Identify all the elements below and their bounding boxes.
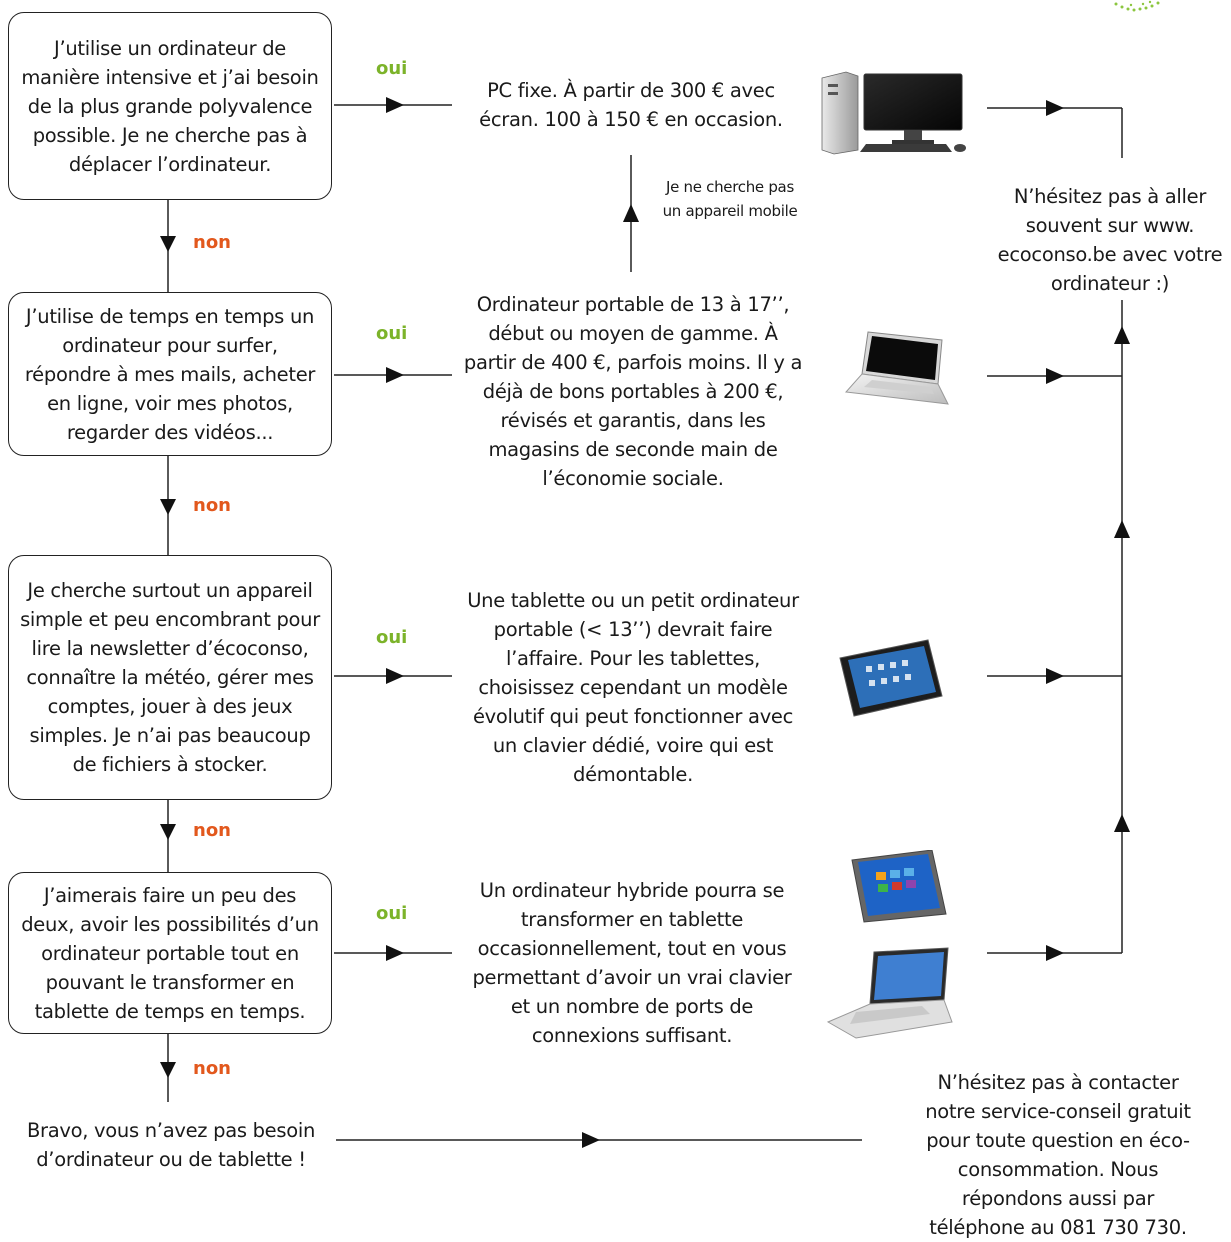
- laptop-image: [844, 331, 949, 405]
- hybrid-laptop-image: [826, 947, 953, 1039]
- decorative-dots: [1114, 0, 1160, 12]
- yes-label-1: oui: [376, 58, 408, 79]
- desktop-pc-image: [821, 71, 966, 155]
- no-label-2: non: [193, 495, 231, 516]
- question-text-3: Je cherche surtout un appareil simple et…: [20, 579, 320, 776]
- question-text-1: J’utilise un ordinateur de manière inten…: [21, 36, 319, 176]
- tablet-image: [839, 639, 943, 717]
- website-tip: N’hésitez pas à aller souvent sur www. e…: [997, 185, 1223, 295]
- answer-tablet: Une tablette ou un petit ordinateur port…: [467, 589, 799, 786]
- answer-desktop: PC fixe. À partir de 300 € avec écran. 1…: [479, 79, 783, 131]
- no-label-3: non: [193, 820, 231, 841]
- note-not-mobile: Je ne cherche pas un appareil mobile: [662, 178, 798, 220]
- yes-label-3: oui: [376, 627, 408, 648]
- yes-label-4: oui: [376, 903, 408, 924]
- contact-tip: N’hésitez pas à contacter notre service-…: [925, 1071, 1191, 1239]
- question-text-2: J’utilise de temps en temps un ordinateu…: [24, 304, 316, 444]
- answer-hybrid: Un ordinateur hybride pourra se transfor…: [472, 879, 792, 1047]
- no-label-1: non: [193, 232, 231, 253]
- final-no-text: Bravo, vous n’avez pas besoin d’ordinate…: [26, 1119, 316, 1171]
- question-box-1: J’utilise un ordinateur de manière inten…: [8, 12, 332, 200]
- question-box-3: Je cherche surtout un appareil simple et…: [8, 555, 332, 800]
- no-label-4: non: [193, 1058, 231, 1079]
- yes-label-2: oui: [376, 323, 408, 344]
- hybrid-tent-image: [851, 850, 947, 923]
- question-box-2: J’utilise de temps en temps un ordinateu…: [8, 292, 332, 456]
- question-box-4: J’aimerais faire un peu des deux, avoir …: [8, 872, 332, 1034]
- question-text-4: J’aimerais faire un peu des deux, avoir …: [21, 883, 319, 1023]
- answer-laptop: Ordinateur portable de 13 à 17’’, début …: [463, 293, 803, 490]
